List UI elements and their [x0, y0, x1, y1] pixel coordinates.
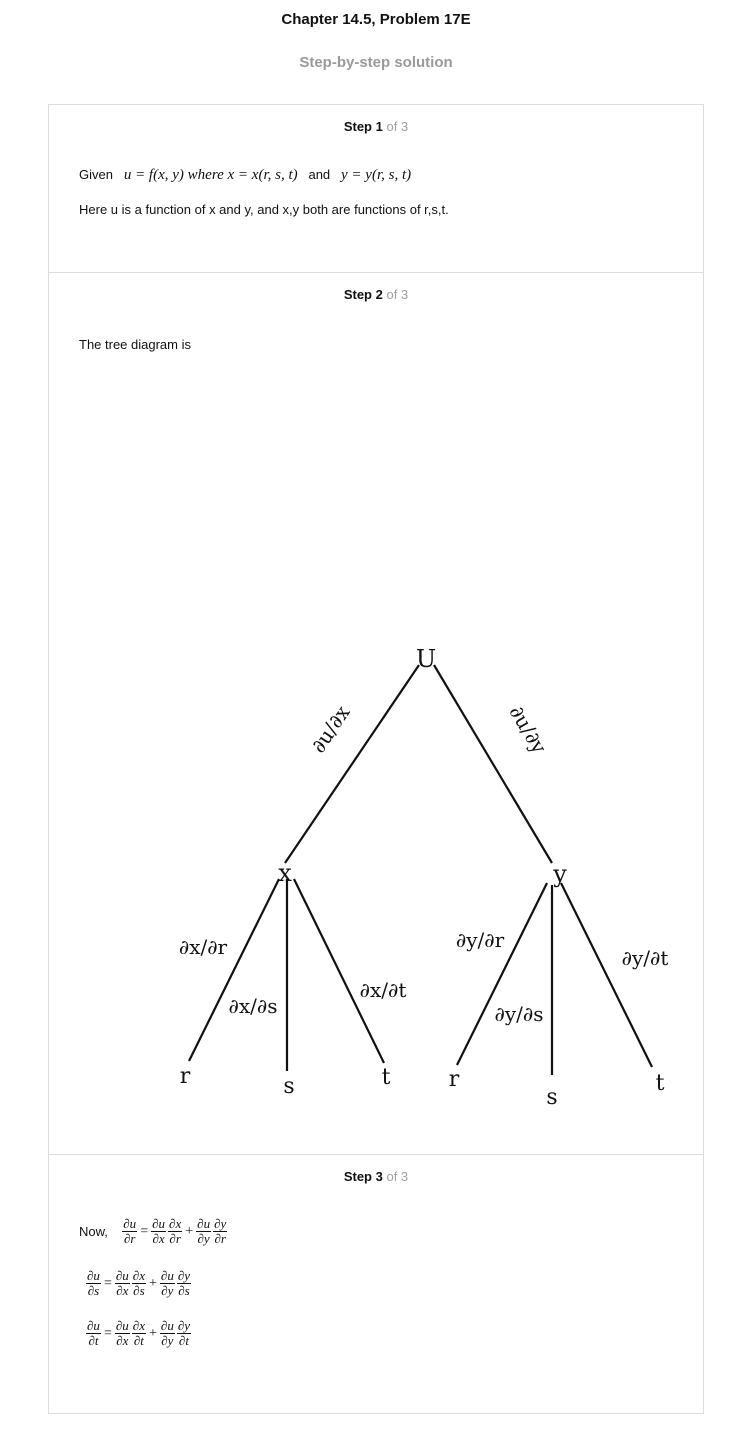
given-equation-2: y = y(r, s, t) — [341, 167, 412, 183]
edge-label-dy-ds: ∂y/∂s — [495, 1002, 544, 1026]
fraction: ∂u∂y — [196, 1216, 212, 1246]
leaf-r-2: r — [449, 1067, 460, 1092]
fraction: ∂u∂r — [122, 1216, 138, 1246]
plus-sign: + — [185, 1223, 194, 1239]
leaf-t-1: t — [382, 1065, 391, 1090]
equals-sign: = — [140, 1223, 149, 1239]
edge-label-du-dx: ∂u/∂x — [306, 700, 355, 757]
fraction: ∂u∂x — [151, 1216, 167, 1246]
fraction: ∂y∂s — [176, 1268, 192, 1298]
x-node-label: x — [278, 859, 292, 887]
step-1-card: Step 1 of 3 Given u = f(x, y) where x = … — [48, 104, 704, 273]
fraction: ∂u∂y — [159, 1268, 175, 1298]
fraction: ∂u∂x — [114, 1318, 130, 1348]
leaf-s-2: s — [546, 1085, 557, 1110]
step-label: Step 1 — [343, 119, 383, 134]
edge-x-r — [188, 878, 280, 1062]
edge-label-dx-dt: ∂x/∂t — [360, 978, 407, 1002]
plus-sign: + — [148, 1325, 157, 1341]
fraction: ∂u∂x — [114, 1268, 130, 1298]
root-node-label: U — [416, 645, 436, 673]
leaf-s-1: s — [283, 1074, 294, 1099]
given-line: Given u = f(x, y) where x = x(r, s, t) a… — [79, 167, 411, 184]
tree-diagram: U x y ∂u/∂x ∂u/∂y ∂x/∂r ∂x/∂s ∂x/∂t ∂y/∂… — [179, 645, 669, 1110]
step-2-header: Step 2 of 3 — [49, 287, 703, 302]
edge-u-x — [284, 664, 420, 864]
fraction: ∂y∂r — [213, 1216, 228, 1246]
given-equation-1: u = f(x, y) where x = x(r, s, t) — [123, 167, 298, 183]
and-word: and — [308, 167, 331, 182]
plus-sign: + — [148, 1275, 157, 1291]
equation-dt: ∂u∂t=∂u∂x∂x∂t+∂u∂y∂y∂t — [85, 1319, 192, 1348]
fraction: ∂u∂s — [86, 1268, 101, 1298]
equals-sign: = — [103, 1325, 112, 1341]
edge-u-y — [433, 664, 553, 864]
equation-dr: Now, ∂u∂r=∂u∂x∂x∂r+∂u∂y∂y∂r — [79, 1217, 228, 1246]
edge-label-dx-dr: ∂x/∂r — [179, 935, 228, 959]
step-count: of 3 — [386, 287, 409, 302]
step-1-text: Here u is a function of x and y, and x,y… — [79, 202, 449, 217]
edge-label-du-dy: ∂u/∂y — [504, 701, 552, 758]
fraction: ∂x∂s — [131, 1268, 146, 1298]
edge-label-dy-dt: ∂y/∂t — [622, 946, 669, 970]
edge-y-r — [456, 882, 548, 1066]
step-label: Step 2 — [343, 287, 383, 302]
page-title: Chapter 14.5, Problem 17E — [281, 11, 471, 28]
edge-label-dx-ds: ∂x/∂s — [229, 994, 278, 1018]
edge-y-t — [560, 882, 653, 1068]
y-node-label: y — [552, 860, 567, 888]
edge-label-dy-dr: ∂y/∂r — [456, 928, 505, 952]
equals-sign: = — [103, 1275, 112, 1291]
leaf-t-2: t — [656, 1071, 665, 1096]
step-count: of 3 — [386, 1169, 409, 1184]
fraction: ∂y∂t — [176, 1318, 192, 1348]
page-subtitle: Step-by-step solution — [299, 54, 453, 71]
fraction: ∂x∂r — [168, 1216, 183, 1246]
fraction: ∂x∂t — [131, 1318, 146, 1348]
step-label: Step 3 — [343, 1169, 383, 1184]
step-1-header: Step 1 of 3 — [49, 119, 703, 134]
fraction: ∂u∂t — [86, 1318, 101, 1348]
step-2-text: The tree diagram is — [79, 337, 191, 352]
step-count: of 3 — [386, 119, 409, 134]
leaf-r-1: r — [180, 1064, 191, 1089]
now-word: Now, — [79, 1224, 108, 1239]
step-3-card: Step 3 of 3 Now, ∂u∂r=∂u∂x∂x∂r+∂u∂y∂y∂r … — [48, 1154, 704, 1414]
equation-ds: ∂u∂s=∂u∂x∂x∂s+∂u∂y∂y∂s — [85, 1269, 192, 1298]
edge-x-t — [293, 878, 385, 1064]
fraction: ∂u∂y — [159, 1318, 175, 1348]
step-2-card: Step 2 of 3 The tree diagram is U x y ∂u… — [48, 272, 704, 1155]
given-word: Given — [79, 167, 113, 182]
step-3-header: Step 3 of 3 — [49, 1169, 703, 1184]
